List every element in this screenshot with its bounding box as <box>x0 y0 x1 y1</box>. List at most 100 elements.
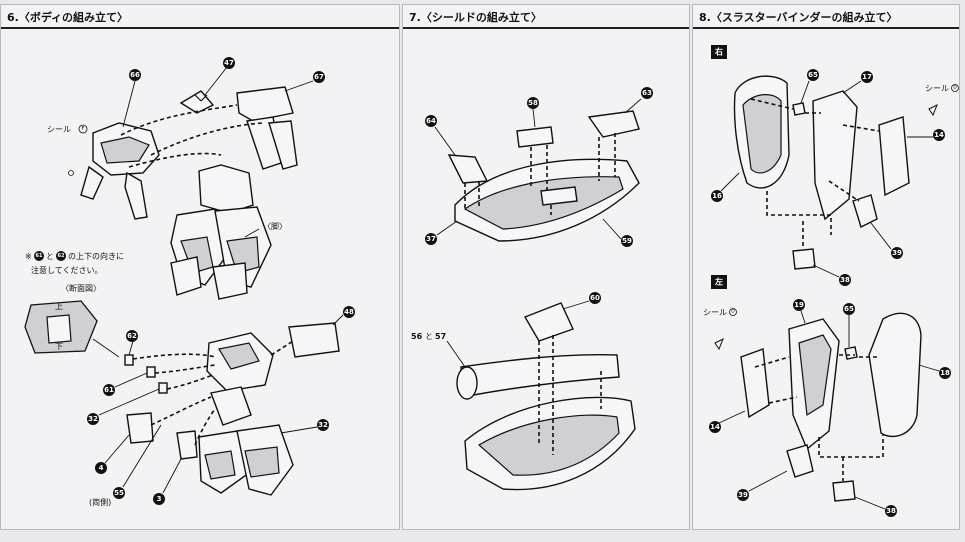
part-badge: 65 <box>843 303 855 347</box>
svg-text:32: 32 <box>318 421 328 429</box>
svg-text:65: 65 <box>808 71 818 79</box>
panel-header: 8.〈スラスターバインダーの組み立て〉 <box>693 5 959 29</box>
panel-header: 6.〈ボディの組み立て〉 <box>1 5 399 29</box>
note-asterisk: ※ <box>25 252 32 261</box>
svg-text:66: 66 <box>130 71 140 79</box>
shield-top-illustration <box>447 110 640 242</box>
seal-f-letter: F <box>82 126 85 132</box>
part-badge: 32 <box>280 419 329 434</box>
pair-a: 56 <box>411 332 423 341</box>
seal-f-label: シール <box>47 125 71 134</box>
binder-diagram: 右 シール D 65 17 14 1 <box>703 45 959 517</box>
svg-text:60: 60 <box>590 294 600 302</box>
part-badge: 59 <box>602 218 633 247</box>
svg-text:39: 39 <box>892 249 902 257</box>
part-badge: 14 <box>907 129 945 141</box>
part-badge: 37 <box>425 220 458 245</box>
part-badge: 58 <box>527 97 539 128</box>
shield-bottom-illustration <box>456 302 636 491</box>
svg-text:17: 17 <box>862 73 872 81</box>
part-badge: 39 <box>737 470 788 501</box>
svg-text:62: 62 <box>127 332 137 340</box>
right-side-box <box>711 45 727 59</box>
part-badge: 64 <box>425 115 456 156</box>
note-mid: と <box>46 252 54 261</box>
section-title: 7.〈シールドの組み立て〉 <box>409 11 542 24</box>
part-badge: 14 <box>709 410 746 433</box>
svg-text:37: 37 <box>426 235 436 243</box>
part-badge: 67 <box>284 71 325 92</box>
part-badge: 65 <box>800 69 819 104</box>
right-side-label: 右 <box>714 47 723 57</box>
svg-text:65: 65 <box>844 305 854 313</box>
pair-b: 57 <box>435 332 446 341</box>
part-badge: 38 <box>812 264 851 286</box>
part-badge: 48 <box>332 306 355 326</box>
svg-text:14: 14 <box>934 131 944 139</box>
svg-text:38: 38 <box>886 507 896 515</box>
both-sides-label: (両側) <box>89 497 111 507</box>
svg-text:63: 63 <box>642 89 652 97</box>
seal-d-label-right: シール <box>925 84 949 93</box>
seal-d-marker-right <box>928 103 938 117</box>
lower-body-illustration <box>124 322 340 496</box>
part-badge: 17 <box>842 71 873 94</box>
section-title: 6.〈ボディの組み立て〉 <box>7 11 129 24</box>
panel-header: 7.〈シールドの組み立て〉 <box>403 5 689 29</box>
part-badge: 66 <box>122 69 141 128</box>
panel-shield-assembly: 7.〈シールドの組み立て〉 <box>402 4 690 530</box>
svg-text:55: 55 <box>114 489 124 497</box>
part-badge: 55 <box>113 424 162 499</box>
note-ref-b: 62 <box>58 253 65 259</box>
svg-text:61: 61 <box>104 386 114 394</box>
svg-text:48: 48 <box>344 308 354 316</box>
seal-d-label-left: シール <box>703 308 727 317</box>
part-badge: 47 <box>204 57 235 96</box>
svg-text:19: 19 <box>794 301 804 309</box>
note-tail: の上下の向きに <box>68 251 124 261</box>
svg-text:3: 3 <box>157 495 162 503</box>
part-badge: 4 <box>95 434 130 474</box>
body-diagram: 〈脚〉 シール F ※ 61 と 62 の上下の向きに 注意してください。 〈断… <box>24 57 355 507</box>
svg-text:18: 18 <box>940 369 950 377</box>
svg-text:16: 16 <box>712 192 722 200</box>
orientation-note: ※ 61 と 62 の上下の向きに 注意してください。 <box>25 251 124 275</box>
left-binder-illustration <box>740 312 922 502</box>
seal-d-letter-left: D <box>731 309 735 315</box>
leg-label: 〈脚〉 <box>263 221 287 231</box>
part-badge: 63 <box>624 87 653 114</box>
note-line2: 注意してください。 <box>31 265 103 275</box>
seal-d-marker-left <box>714 337 724 351</box>
svg-text:4: 4 <box>99 464 104 472</box>
svg-text:32: 32 <box>88 415 98 423</box>
part-badge: 61 <box>103 372 148 396</box>
part-badge: 18 <box>918 364 951 379</box>
panel-body-assembly: 6.〈ボディの組み立て〉 <box>0 4 400 530</box>
svg-text:39: 39 <box>738 491 748 499</box>
svg-text:59: 59 <box>622 237 632 245</box>
svg-text:38: 38 <box>840 276 850 284</box>
part-badge: 32 <box>87 388 160 425</box>
part-badge: 19 <box>793 299 806 324</box>
cross-section-inset <box>24 300 120 358</box>
section-view-label: 〈断面図〉 <box>61 283 101 293</box>
leg-illustration <box>170 164 272 300</box>
pair-and: と <box>425 332 433 341</box>
part-badge: 62 <box>126 330 138 356</box>
part-badge: 39 <box>870 222 903 259</box>
right-binder-illustration <box>733 75 910 270</box>
seal-d-letter-right: D <box>953 85 957 91</box>
svg-text:58: 58 <box>528 99 538 107</box>
part-badge: 38 <box>854 496 897 517</box>
part-badge: 60 <box>562 292 601 310</box>
part-badge: 3 <box>153 458 182 505</box>
svg-text:14: 14 <box>710 423 720 431</box>
bottom-label: 下 <box>55 342 63 351</box>
upper-body-illustration <box>80 86 298 220</box>
left-side-label: 左 <box>714 277 723 287</box>
left-side-box <box>711 275 727 289</box>
shield-diagram: 56 と 57 58 63 64 37 59 60 <box>411 87 653 491</box>
part-badge: 16 <box>711 172 740 202</box>
svg-text:67: 67 <box>314 73 324 81</box>
